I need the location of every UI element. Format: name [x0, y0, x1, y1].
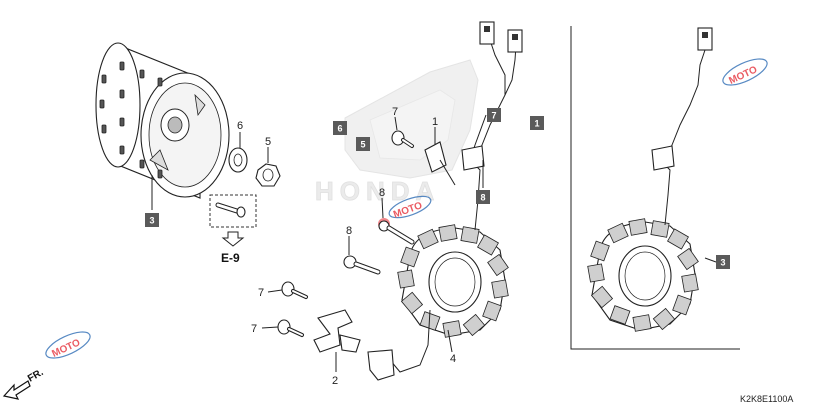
svg-text:8: 8: [481, 193, 486, 203]
bolt-part-7-middle: [281, 281, 308, 299]
e9-reference-bolt: E-9: [209, 194, 257, 265]
moto-watermark-right: MOTO: [722, 58, 768, 87]
bolt-part-7-upper: [391, 130, 414, 148]
tag-box-1: 1: [530, 116, 544, 130]
honda-logo-text: HONDA: [315, 176, 440, 206]
svg-text:5: 5: [361, 140, 366, 150]
callout-8-upper: 8: [379, 187, 385, 199]
moto-watermark-left: MOTO: [45, 331, 91, 360]
nut-part-5: [255, 163, 281, 187]
honda-wing-watermark: HONDA: [315, 59, 479, 206]
svg-text:3: 3: [150, 216, 155, 226]
tag-box-6: 6: [333, 121, 347, 135]
tag-box-3: 3: [145, 213, 159, 227]
callout-5: 5: [265, 136, 271, 148]
callout-1: 1: [432, 116, 438, 128]
bolt-part-8-upper: [378, 218, 415, 245]
flywheel-rotor: [95, 42, 230, 199]
callout-2: 2: [332, 375, 338, 387]
callout-8-lower: 8: [346, 225, 352, 237]
tag-box-3-inset: 3: [716, 255, 730, 269]
inset-stator-assembly: [587, 27, 713, 332]
callout-7-upper: 7: [392, 106, 398, 118]
svg-text:7: 7: [492, 111, 497, 121]
tag-box-5: 5: [356, 137, 370, 151]
tag-box-7: 7: [487, 108, 501, 122]
front-label: FR.: [26, 367, 46, 385]
moto-watermark-text: MOTO: [727, 64, 759, 87]
stator-core: [397, 224, 509, 338]
svg-text:1: 1: [535, 119, 540, 129]
e9-reference-label: E-9: [221, 251, 240, 265]
svg-text:6: 6: [338, 124, 343, 134]
callout-7-middle: 7: [258, 287, 264, 299]
leader-lines: [151, 116, 717, 372]
bolt-part-7-lower: [277, 319, 304, 337]
diagram-code: K2K8E1100A: [740, 394, 793, 404]
front-direction-arrow: FR.: [2, 367, 46, 400]
stator-assembly: [389, 21, 523, 373]
moto-watermark-text: MOTO: [50, 337, 82, 360]
wire-clamp-part-2: [313, 309, 395, 381]
svg-text:3: 3: [721, 258, 726, 268]
bolt-part-8-lower: [343, 255, 381, 275]
callout-6: 6: [237, 120, 243, 132]
callout-4: 4: [450, 353, 456, 365]
stator-wire-harness: [389, 21, 523, 373]
callout-7-lower: 7: [251, 323, 257, 335]
washer-part-6: [228, 147, 248, 173]
tag-box-8: 8: [476, 190, 490, 204]
inset-box: [570, 26, 740, 350]
